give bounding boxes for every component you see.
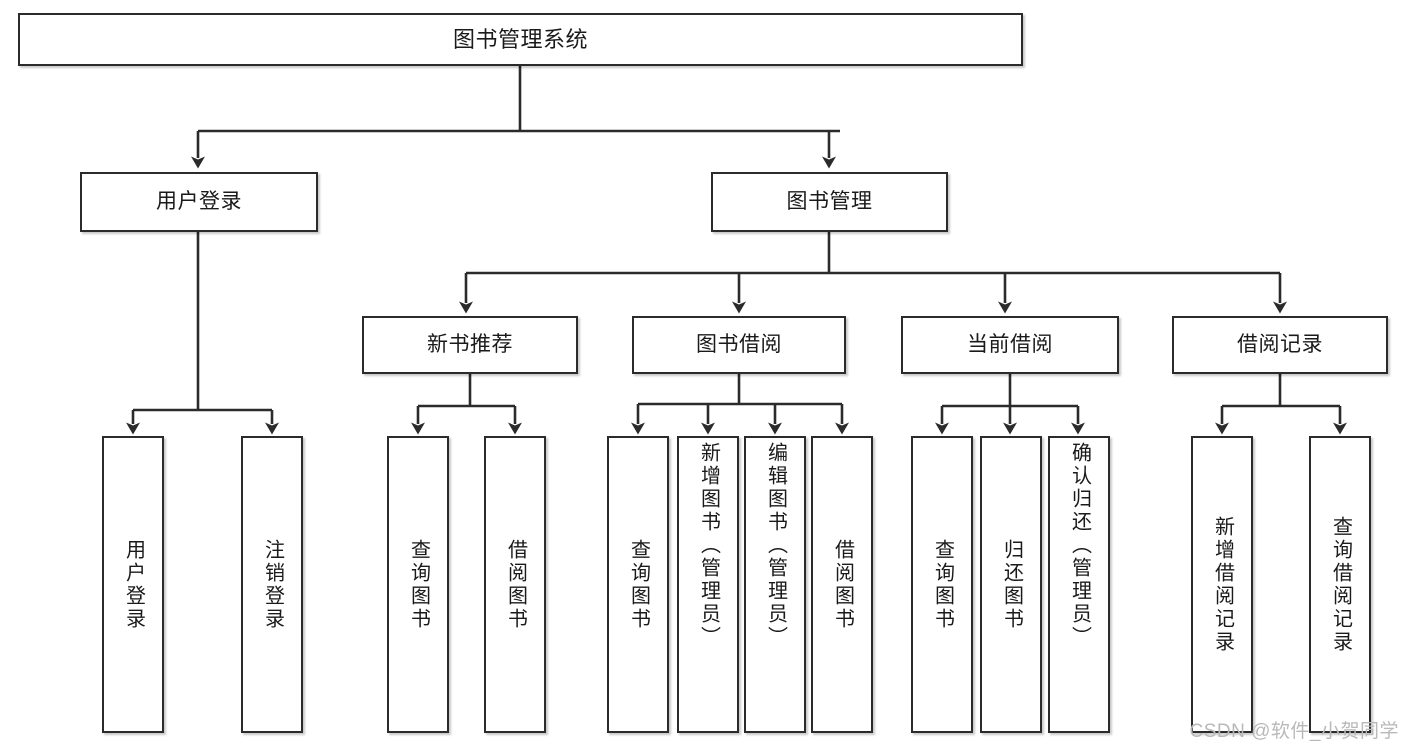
node-book-borrowing[interactable]: 图书借阅 xyxy=(632,316,846,374)
node-label: 新书推荐 xyxy=(427,332,513,356)
node-label: 查询借阅记录 xyxy=(1329,515,1352,654)
watermark-csdn: CSDN @软件_小贺同学 xyxy=(1189,721,1399,742)
node-label: 归还图书 xyxy=(1000,538,1023,631)
leaf-query-borrow-record[interactable]: 查询借阅记录 xyxy=(1309,436,1371,733)
node-root-book-management-system[interactable]: 图书管理系统 xyxy=(18,13,1023,66)
leaf-add-borrow-record[interactable]: 新增借阅记录 xyxy=(1191,436,1253,733)
node-new-book-recommendation[interactable]: 新书推荐 xyxy=(362,316,578,374)
node-label: 查询图书 xyxy=(931,538,954,631)
node-label: 编辑图书（管理员） xyxy=(764,442,787,649)
node-label: 图书管理系统 xyxy=(452,26,588,52)
node-label: 图书管理 xyxy=(786,189,873,213)
leaf-borrow-book-borrowing[interactable]: 借阅图书 xyxy=(811,436,873,733)
node-label: 新增图书（管理员） xyxy=(697,442,720,649)
leaf-query-book-current[interactable]: 查询图书 xyxy=(911,436,973,733)
node-label: 借阅记录 xyxy=(1237,332,1323,356)
leaf-query-book-borrowing[interactable]: 查询图书 xyxy=(607,436,669,733)
leaf-add-book-admin[interactable]: 新增图书（管理员） xyxy=(677,436,739,733)
leaf-logout[interactable]: 注销登录 xyxy=(241,436,303,733)
node-label: 借阅图书 xyxy=(831,538,854,631)
leaf-query-book-recommendation[interactable]: 查询图书 xyxy=(387,436,449,733)
node-label: 查询图书 xyxy=(407,538,430,631)
node-label: 注销登录 xyxy=(261,538,284,631)
leaf-confirm-return-admin[interactable]: 确认归还（管理员） xyxy=(1048,436,1110,733)
node-book-management[interactable]: 图书管理 xyxy=(711,172,948,232)
node-label: 查询图书 xyxy=(627,538,650,631)
node-borrow-records[interactable]: 借阅记录 xyxy=(1172,316,1388,374)
leaf-borrow-book-recommendation[interactable]: 借阅图书 xyxy=(484,436,546,733)
node-user-login[interactable]: 用户登录 xyxy=(80,172,318,232)
node-label: 用户登录 xyxy=(122,538,145,631)
node-label: 用户登录 xyxy=(156,189,242,213)
node-current-borrowing[interactable]: 当前借阅 xyxy=(901,316,1119,374)
node-label: 当前借阅 xyxy=(967,332,1053,356)
leaf-return-book[interactable]: 归还图书 xyxy=(980,436,1042,733)
leaf-edit-book-admin[interactable]: 编辑图书（管理员） xyxy=(744,436,806,733)
leaf-user-login[interactable]: 用户登录 xyxy=(102,436,164,733)
node-label: 确认归还（管理员） xyxy=(1068,442,1091,649)
node-label: 借阅图书 xyxy=(504,538,527,631)
node-label: 新增借阅记录 xyxy=(1211,515,1234,654)
node-label: 图书借阅 xyxy=(696,332,782,356)
